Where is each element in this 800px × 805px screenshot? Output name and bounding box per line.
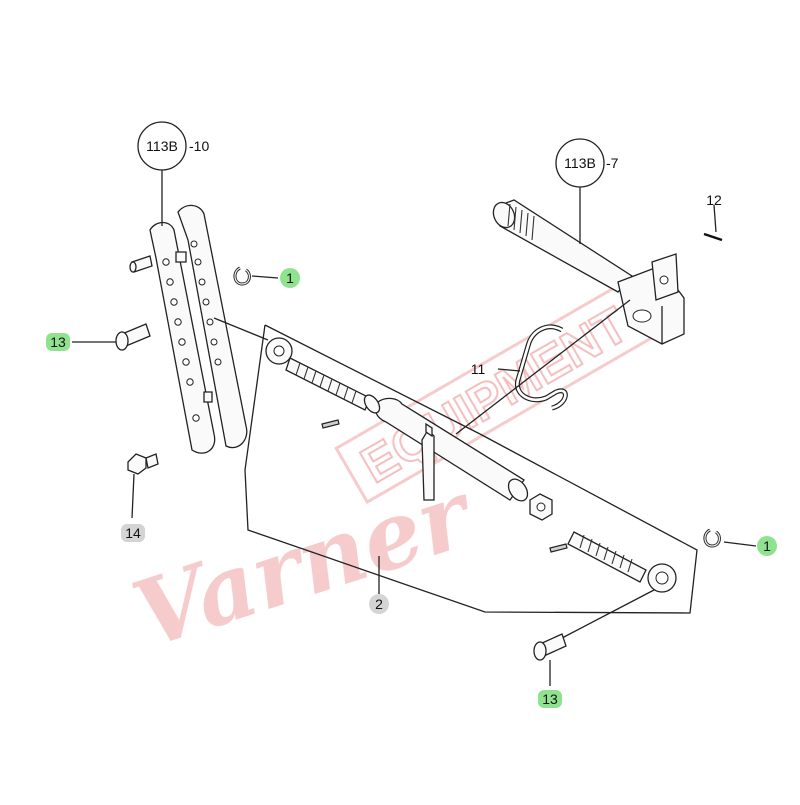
callout-label: 1 bbox=[763, 538, 771, 554]
callout-highlight bbox=[280, 268, 300, 288]
callout-label: 2 bbox=[375, 596, 383, 612]
cross-shaft bbox=[492, 199, 685, 345]
hook-11 bbox=[455, 299, 631, 435]
callout-1-lower: 1 bbox=[757, 536, 777, 556]
callout-14: 14 bbox=[121, 524, 145, 542]
callout-13-bottom: 13 bbox=[538, 690, 562, 708]
bolt-14 bbox=[127, 453, 159, 519]
callout-highlight bbox=[121, 524, 145, 542]
reference-113b-10: 113B -10 bbox=[137, 121, 209, 226]
callout-2: 2 bbox=[369, 594, 389, 614]
spring-clip-lower bbox=[703, 528, 757, 548]
callout-13-left: 13 bbox=[46, 333, 70, 351]
callout-11: 11 bbox=[471, 361, 486, 377]
clevis-pin-bottom bbox=[533, 633, 567, 686]
plate-holes bbox=[162, 240, 222, 422]
reference-label: 113B bbox=[146, 138, 178, 154]
callout-12: 12 bbox=[706, 192, 722, 208]
watermark: Varner EQUIPMENT bbox=[121, 281, 656, 669]
spring-clip-upper bbox=[233, 266, 279, 286]
turnbuckle-left-rod bbox=[213, 317, 371, 429]
callout-highlight bbox=[369, 594, 389, 614]
turnbuckle-tube bbox=[363, 394, 553, 521]
callout-highlight bbox=[46, 333, 70, 351]
turnbuckle-right-rod bbox=[549, 531, 677, 639]
reference-circle bbox=[137, 121, 187, 171]
reference-circle bbox=[555, 138, 605, 188]
clevis-pin-left bbox=[72, 323, 151, 351]
reference-label: 113B bbox=[564, 155, 596, 171]
callout-label: 12 bbox=[706, 192, 722, 208]
callout-label: 14 bbox=[125, 525, 141, 541]
lift-plate-pair bbox=[129, 204, 248, 454]
assembly-2-outline bbox=[244, 324, 698, 614]
callout-highlight bbox=[757, 536, 777, 556]
cotter-pin-12 bbox=[703, 204, 723, 242]
callout-label: 13 bbox=[542, 691, 558, 707]
reference-suffix: -7 bbox=[606, 155, 619, 171]
callout-label: 13 bbox=[50, 334, 66, 350]
reference-suffix: -10 bbox=[189, 138, 209, 154]
callout-highlight bbox=[538, 690, 562, 708]
reference-113b-7: 113B -7 bbox=[555, 138, 619, 244]
callout-label: 11 bbox=[471, 361, 486, 377]
callout-1-upper: 1 bbox=[280, 268, 300, 288]
callout-label: 1 bbox=[286, 270, 294, 286]
